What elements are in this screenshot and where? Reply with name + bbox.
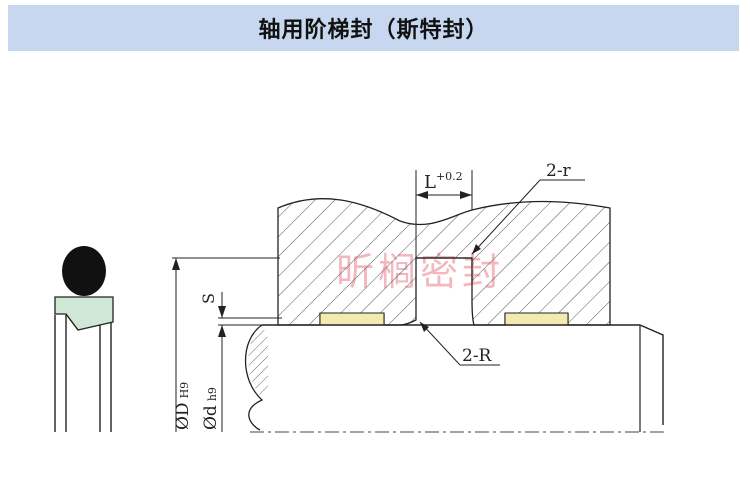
- rod-diameter-label: Ødh9: [201, 387, 221, 430]
- rod-break-hatch: [248, 325, 268, 398]
- groove-radius-label: 2-r: [546, 161, 572, 181]
- leader-groove-radius: 2-r: [471, 161, 585, 255]
- section-height-label: S: [199, 293, 218, 304]
- groove-length-label: L+0.2: [424, 170, 463, 193]
- housing-section: [277, 198, 611, 326]
- rod-radius-label: 2-R: [462, 346, 493, 366]
- o-ring: [62, 246, 106, 296]
- dimension-groove-length: L+0.2: [415, 170, 473, 258]
- bore-arrow: [172, 258, 180, 270]
- title-bar: 轴用阶梯封（斯特封）: [8, 5, 739, 51]
- bore-diameter-label: ØDH9: [173, 382, 193, 430]
- dimension-section: S: [199, 292, 282, 319]
- seal-left-part: [319, 312, 385, 326]
- seal-cross-section: [54, 246, 114, 432]
- groove-arrow-left: [416, 191, 428, 199]
- dimension-rod: Ødh9: [201, 324, 262, 432]
- seal-right-part: [504, 312, 569, 326]
- step-seal-ring: [54, 296, 114, 331]
- seal-step-edge: [65, 313, 79, 331]
- rod-radius-arrow: [420, 322, 429, 332]
- rod-break-line: [244, 324, 264, 431]
- rod-chamfer-end: [639, 324, 664, 425]
- groove-radius-arrow: [472, 244, 481, 254]
- rod: [244, 324, 665, 433]
- leader-rod-radius: 2-R: [419, 321, 500, 366]
- page-title: 轴用阶梯封（斯特封）: [258, 18, 489, 43]
- housing: [277, 198, 611, 326]
- section-arrow: [218, 306, 226, 318]
- groove-arrow-right: [460, 191, 472, 199]
- dimension-bore: ØDH9: [172, 257, 280, 432]
- rod-arrow: [218, 325, 226, 337]
- groove-radius-leader: [471, 179, 541, 255]
